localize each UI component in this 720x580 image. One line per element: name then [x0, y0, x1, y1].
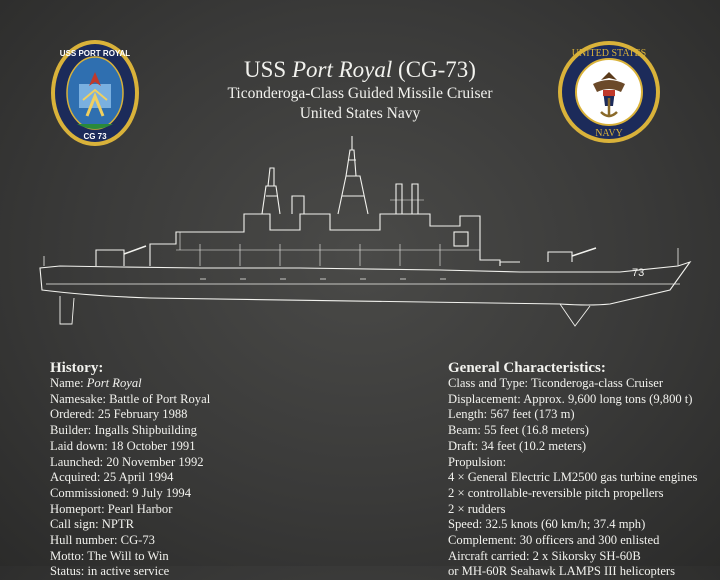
history-label: Name:	[50, 376, 84, 390]
hull-number-label: 73	[632, 267, 644, 279]
general-list: Class and Type: Ticonderoga-class Cruise…	[448, 376, 718, 580]
history-label: Laid down:	[50, 438, 108, 453]
history-value: 20 November 1992	[106, 454, 204, 469]
crest-ring-text: USS PORT ROYAL	[60, 49, 130, 58]
general-row: Draft: 34 feet (10.2 meters)	[448, 438, 587, 453]
history-label: Acquired:	[50, 470, 101, 485]
history-value: Ingalls Shipbuilding	[94, 423, 197, 438]
history-row: Acquired: 25 April 1994	[50, 470, 350, 486]
history-row: Namesake: Battle of Port Royal	[50, 392, 350, 408]
port-royal-crest-icon: USS PORT ROYAL CG 73	[51, 40, 139, 146]
history-value: NPTR	[101, 517, 134, 532]
history-label: Builder:	[50, 423, 92, 438]
history-heading: History:	[50, 360, 104, 376]
general-characteristics-section: General Characteristics: Class and Type:…	[448, 360, 718, 580]
history-row: Status: in active service	[50, 564, 350, 580]
history-value: 25 April 1994	[103, 470, 174, 485]
history-label: Ordered:	[50, 407, 95, 422]
crest-hull-text: CG 73	[83, 132, 107, 141]
page-title: USS Port Royal (CG-73)	[244, 57, 476, 82]
history-label: Hull number:	[50, 533, 118, 548]
history-row: Motto: The Will to Win	[50, 549, 350, 565]
general-row: Displacement: Approx. 9,600 long tons (9…	[448, 391, 693, 406]
general-row: or MH-60R Seahawk LAMPS III helicopters	[448, 564, 676, 579]
general-row: Beam: 55 feet (16.8 meters)	[448, 423, 589, 438]
history-value: CG-73	[120, 533, 155, 548]
general-heading: General Characteristics:	[448, 360, 606, 376]
general-row: Aircraft carried: 2 x Sikorsky SH-60B	[448, 548, 641, 563]
history-row: Builder: Ingalls Shipbuilding	[50, 423, 350, 439]
history-row: Ordered: 25 February 1988	[50, 407, 350, 423]
general-row: Speed: 32.5 knots (60 km/h; 37.4 mph)	[448, 517, 646, 532]
history-value: 25 February 1988	[97, 407, 188, 422]
general-row: Class and Type: Ticonderoga-class Cruise…	[448, 376, 664, 390]
ship-blueprint: 73	[39, 136, 692, 327]
history-row: Name: Port Royal	[50, 376, 350, 392]
history-label: Status:	[50, 564, 85, 579]
title-block: USS Port Royal (CG-73) Ticonderoga-Class…	[160, 56, 560, 124]
history-label: Motto:	[50, 548, 85, 563]
history-label: Launched:	[50, 454, 104, 469]
page-subtitle: Ticonderoga-Class Guided Missile Cruiser	[227, 85, 493, 102]
seal-bottom-text: NAVY	[595, 128, 623, 139]
history-value: in active service	[87, 564, 170, 579]
history-value: 9 July 1994	[132, 485, 192, 500]
general-row: 2 × rudders	[448, 501, 506, 516]
us-navy-seal-icon: UNITED STATES NAVY	[558, 41, 660, 143]
general-row: Length: 567 feet (173 m)	[448, 407, 575, 422]
history-value: Pearl Harbor	[107, 501, 173, 516]
history-label: Commissioned:	[50, 485, 130, 500]
seal-top-text: UNITED STATES	[572, 48, 646, 59]
history-value: The Will to Win	[87, 548, 169, 563]
general-row: 2 × controllable-reversible pitch propel…	[448, 485, 664, 500]
page-subtitle-navy: United States Navy	[299, 105, 421, 122]
history-row: Homeport: Pearl Harbor	[50, 502, 350, 518]
history-label: Homeport:	[50, 501, 105, 516]
history-row: Launched: 20 November 1992	[50, 455, 350, 471]
general-row: 4 × General Electric LM2500 gas turbine …	[448, 470, 698, 485]
history-label: Namesake:	[50, 391, 106, 406]
general-row: Propulsion:	[448, 454, 507, 469]
history-value: Battle of Port Royal	[109, 391, 211, 406]
general-row: Complement: 30 officers and 300 enlisted	[448, 533, 660, 548]
history-row: Hull number: CG-73	[50, 533, 350, 549]
history-value: 18 October 1991	[110, 438, 196, 453]
history-row: Commissioned: 9 July 1994	[50, 486, 350, 502]
history-row: Call sign: NPTR	[50, 517, 350, 533]
history-value: Port Royal	[86, 376, 142, 390]
history-label: Call sign:	[50, 517, 99, 532]
history-row: Laid down: 18 October 1991	[50, 439, 350, 455]
